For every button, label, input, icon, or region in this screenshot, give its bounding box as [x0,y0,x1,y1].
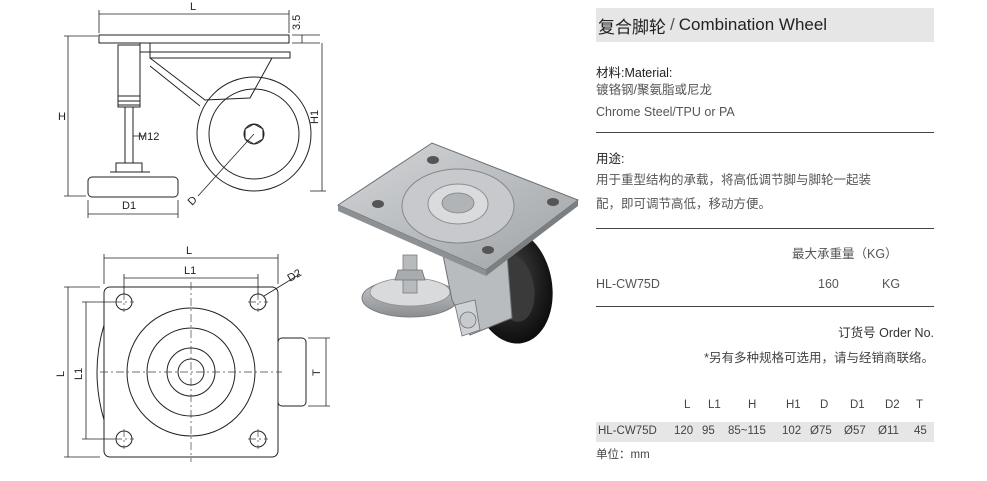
dim-L-top: L [190,1,196,13]
product-title-bar: 复合脚轮 / Combination Wheel [596,8,934,42]
dim-M12: M12 [138,131,159,143]
divider [596,228,934,229]
dim-T: T [311,369,323,376]
max-load-label: 最大承重量（KG） [792,247,898,261]
dim-D1: D1 [122,200,136,212]
spec-table: L L1 H H1 D D1 D2 T HL-CW75D 120 95 85~1… [596,396,934,442]
divider [596,306,934,307]
spec-header-L: L [684,399,691,411]
spec-cell-D2: Ø11 [878,425,899,437]
spec-cell-D: Ø75 [810,425,832,437]
dim-3-5: 3.5 [291,15,303,30]
usage-label: 用途: [596,152,625,166]
model-number: HL-CW75D [596,277,660,291]
spec-header-D2: D2 [885,399,900,411]
dim-L-left: L [55,371,67,377]
spec-header-L1: L1 [708,399,721,411]
spec-cell-H1: 102 [782,425,802,437]
max-load-value: 160 [818,277,839,291]
dim-L1-left: L1 [73,368,85,380]
spec-cell-model: HL-CW75D [598,425,657,437]
material-en: Chrome Steel/TPU or PA [596,105,735,119]
product-title-cn: 复合脚轮 [598,17,666,37]
spec-header-H1: H1 [786,399,801,411]
spec-cell-T: 45 [914,425,927,437]
product-info-panel: 复合脚轮 / Combination Wheel 材料:Material: 镀铬… [596,0,934,476]
order-no-label: 订货号 Order No. [838,326,934,340]
spec-table-row: HL-CW75D 120 95 85~115 102 Ø75 Ø57 Ø11 4… [596,422,934,442]
spec-cell-H: 85~115 [728,425,766,437]
spec-header-H: H [748,399,757,411]
top-view-dimensions: L L1 D2 L L1 T [55,245,330,458]
dim-H: H [58,111,66,123]
spec-cell-D1: Ø57 [844,425,866,437]
spec-table-header: L L1 H H1 D D1 D2 T [596,396,934,416]
dim-D: D [186,194,200,208]
availability-note: *另有多种规格可选用，请与经销商联络。 [704,351,934,365]
side-view-drawing [87,34,312,198]
spec-header-D1: D1 [850,399,865,411]
dim-L1-top: L1 [184,265,196,277]
divider [596,132,934,133]
top-view-centerlines [100,282,282,462]
unit-label: 单位：mm [596,449,650,461]
dim-H1: H1 [309,110,321,124]
spec-header-D: D [820,399,829,411]
material-label: 材料:Material: [596,66,673,80]
caster-3d-rendering [336,142,580,344]
max-load-unit: KG [882,277,901,291]
material-cn: 镀铬钢/聚氨脂或尼龙 [596,83,712,97]
dim-L-bottom: L [186,245,192,257]
product-title-en: Combination Wheel [678,15,828,34]
dim-D2: D2 [286,267,304,284]
spec-cell-L: 120 [674,425,694,437]
technical-drawings: L H 3.5 H1 D M12 D1 [55,1,580,462]
usage-line-2: 配，即可调节高低，移动方便。 [596,197,772,211]
spec-header-T: T [916,399,924,411]
spec-cell-L1: 95 [702,425,715,437]
usage-line-1: 用于重型结构的承载，将高低调节脚与脚轮一起装 [596,173,872,187]
product-title-separator: / [670,15,675,34]
